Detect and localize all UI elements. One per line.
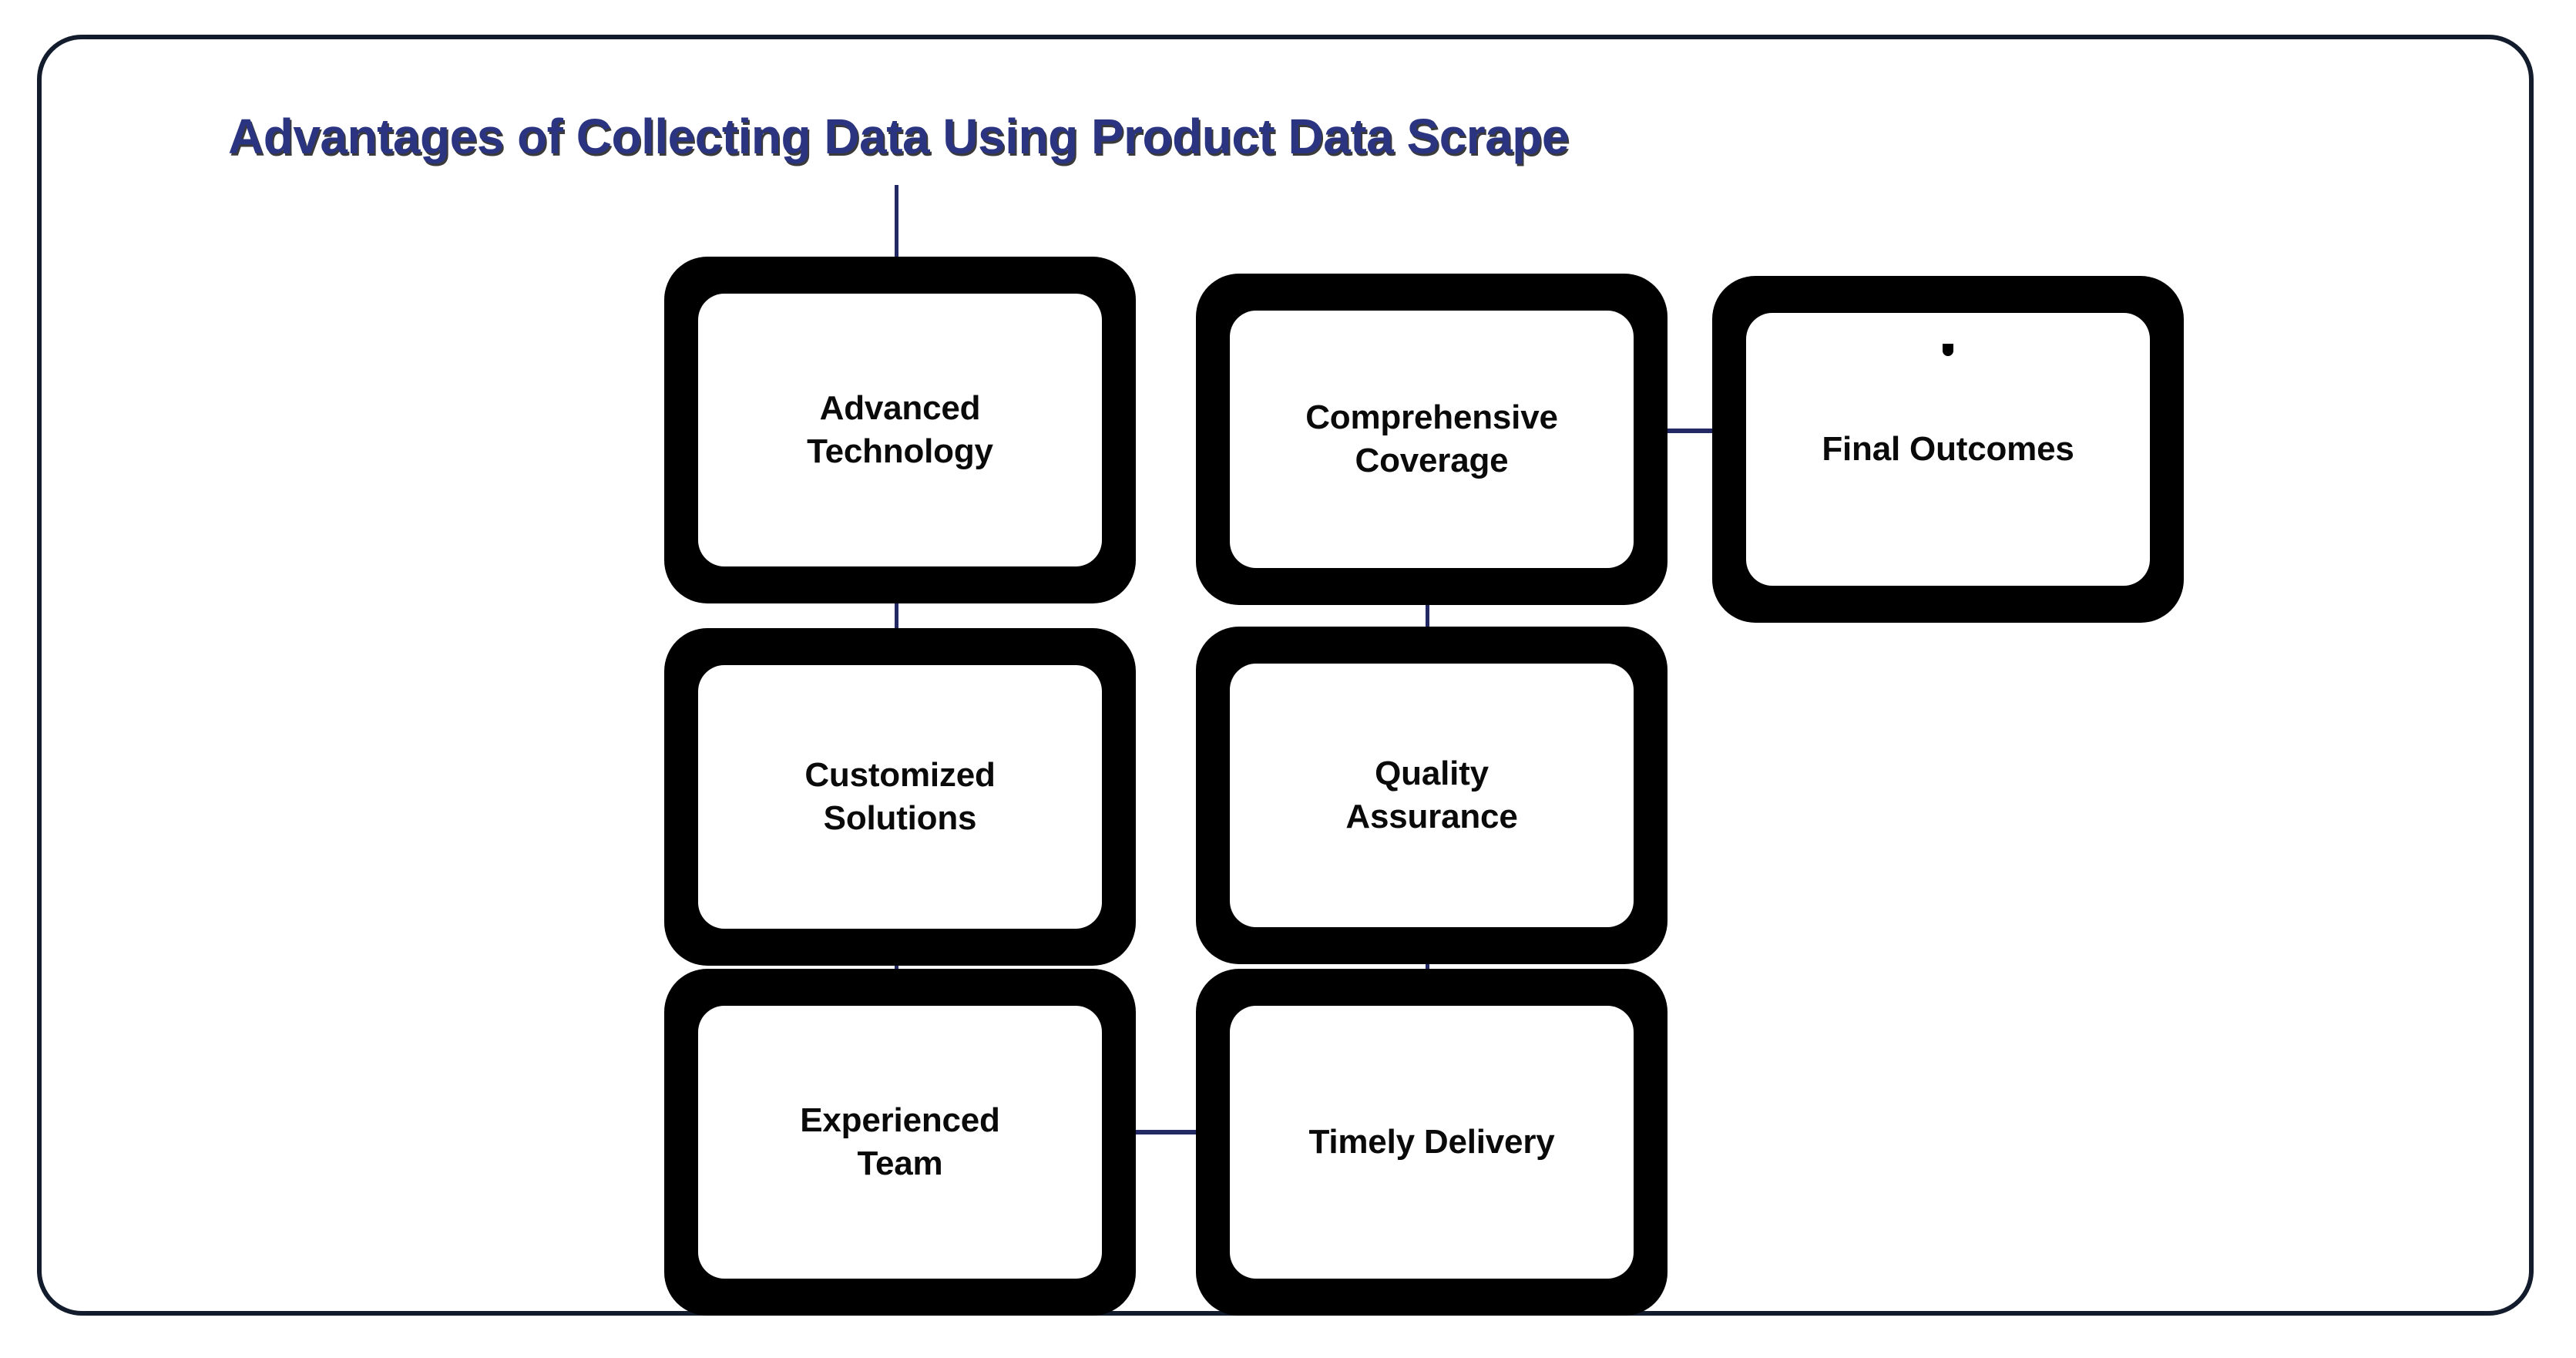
page-title: Advantages of Collecting Data Using Prod… [228, 109, 1569, 164]
node-final-outcomes[interactable]: Final Outcomes [1712, 276, 2184, 623]
node-advanced-technology-label: Advanced Technology [807, 388, 993, 470]
node-quality-assurance-body: Quality Assurance [1230, 664, 1634, 927]
node-advanced-technology-body: Advanced Technology [698, 294, 1102, 566]
node-customized-solutions[interactable]: Customized Solutions [664, 628, 1136, 966]
node-advanced-technology[interactable]: Advanced Technology [664, 257, 1136, 603]
node-experienced-team-label: Experienced Team [800, 1101, 1000, 1182]
node-final-outcomes-body: Final Outcomes [1746, 313, 2150, 586]
node-timely-delivery-label: Timely Delivery [1308, 1122, 1555, 1161]
connector-title-to-advanced-technology [895, 185, 898, 324]
node-comprehensive-coverage[interactable]: Comprehensive Coverage [1196, 274, 1668, 605]
node-timely-delivery-body: Timely Delivery [1230, 1006, 1634, 1279]
node-quality-assurance[interactable]: Quality Assurance [1196, 627, 1668, 964]
node-quality-assurance-label: Quality Assurance [1345, 754, 1518, 835]
node-comprehensive-coverage-body: Comprehensive Coverage [1230, 311, 1634, 568]
connector-experienced-team-to-timely-delivery [1094, 1130, 1287, 1134]
node-experienced-team-body: Experienced Team [698, 1006, 1102, 1279]
node-final-outcomes-label: Final Outcomes [1822, 429, 2074, 468]
node-customized-solutions-label: Customized Solutions [804, 755, 996, 837]
connector-advanced-technology-to-customized-solutions [895, 540, 898, 694]
connector-quality-assurance-to-comprehensive-coverage [1426, 540, 1429, 694]
notch-icon [1943, 344, 1953, 356]
node-experienced-team[interactable]: Experienced Team [664, 969, 1136, 1316]
node-comprehensive-coverage-label: Comprehensive Coverage [1305, 398, 1558, 479]
node-customized-solutions-body: Customized Solutions [698, 665, 1102, 929]
node-timely-delivery[interactable]: Timely Delivery [1196, 969, 1668, 1316]
